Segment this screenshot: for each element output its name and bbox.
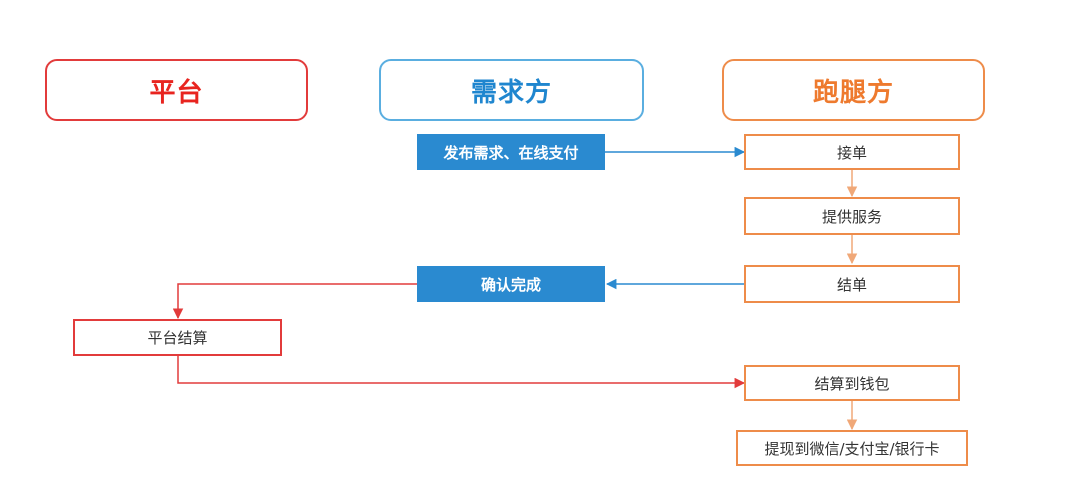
step-withdraw: 提现到微信/支付宝/银行卡 <box>736 430 968 466</box>
step-withdraw-label: 提现到微信/支付宝/银行卡 <box>764 439 940 458</box>
arrow-settle-to-wallet <box>177 356 746 389</box>
step-accept-order-label: 接单 <box>836 143 867 162</box>
step-publish-demand-label: 发布需求、在线支付 <box>443 143 579 162</box>
step-confirm-complete: 确认完成 <box>417 266 605 302</box>
step-accept-order: 接单 <box>744 134 960 170</box>
step-settle-to-wallet: 结算到钱包 <box>744 365 960 401</box>
lane-header-runner-label: 跑腿方 <box>812 77 894 108</box>
lane-header-demand: 需求方 <box>379 59 644 121</box>
step-finish-order-label: 结单 <box>836 275 867 294</box>
step-provide-service-label: 提供服务 <box>821 207 882 226</box>
step-finish-order: 结单 <box>744 265 960 303</box>
step-publish-demand: 发布需求、在线支付 <box>417 134 605 170</box>
lane-header-platform: 平台 <box>45 59 308 121</box>
lane-header-runner: 跑腿方 <box>722 59 985 121</box>
step-platform-settlement: 平台结算 <box>73 319 282 356</box>
lane-header-demand-label: 需求方 <box>470 77 552 108</box>
step-provide-service: 提供服务 <box>744 197 960 235</box>
step-confirm-complete-label: 确认完成 <box>480 275 541 294</box>
step-platform-settlement-label: 平台结算 <box>147 329 208 347</box>
lane-header-platform-label: 平台 <box>149 77 204 108</box>
step-settle-to-wallet-label: 结算到钱包 <box>814 374 890 393</box>
arrow-confirm-to-settle <box>172 283 417 320</box>
